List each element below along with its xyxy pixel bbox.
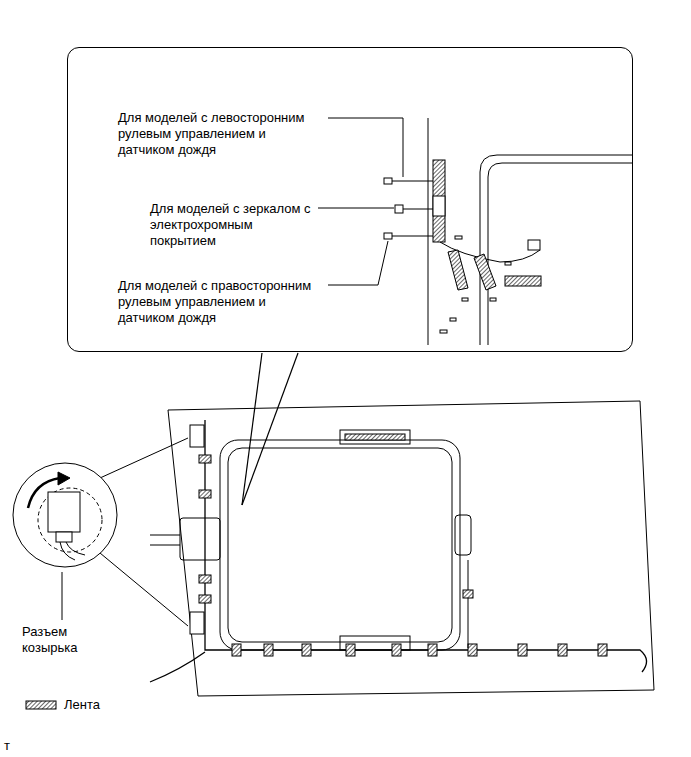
variant-note: Для моделей с зеркалом с электрохромным … (150, 201, 315, 249)
harness-clip (392, 644, 401, 656)
harness-clip (428, 644, 437, 656)
detail-mark (455, 236, 462, 239)
wire (468, 560, 469, 648)
detail-mark (440, 330, 447, 333)
connector (190, 612, 204, 634)
visor-connector (48, 492, 80, 532)
connector-plug (384, 233, 392, 239)
wire (150, 535, 180, 536)
visor-connector (56, 532, 72, 542)
harness-clip (264, 644, 273, 656)
pointer-line (100, 553, 188, 626)
wire-harness (205, 420, 647, 672)
roof-opening (480, 155, 632, 345)
harness-clip (518, 644, 527, 656)
clip-outline (38, 488, 102, 552)
harness-clip (433, 196, 445, 216)
tape (433, 160, 445, 242)
magnifier-circle (13, 463, 117, 567)
wire (392, 181, 433, 182)
harness-clip (302, 644, 311, 656)
harness-clip (468, 644, 477, 656)
tape (505, 276, 541, 286)
dome-light (345, 434, 405, 440)
vanity-lamp (455, 515, 471, 555)
detail-mark (462, 298, 468, 301)
tape-swatch (26, 701, 56, 709)
connector-plug (395, 205, 403, 213)
harness-clip (598, 644, 607, 656)
leader-line (318, 208, 394, 209)
illustration-code: т (4, 738, 24, 754)
magnified-detail (13, 438, 188, 626)
pointer-line (242, 353, 298, 505)
leader-line (62, 572, 63, 620)
legend-entry: Лента (25, 697, 100, 713)
detail-mark (505, 262, 511, 265)
wire (392, 236, 433, 237)
wire-harness (150, 652, 205, 682)
harness-clip (199, 575, 211, 583)
headliner-outline (168, 401, 654, 696)
pointer-line (100, 438, 188, 478)
map-lamp (180, 518, 220, 560)
headliner-view (150, 401, 654, 696)
part-label: Разъем козырька (22, 624, 112, 656)
legend-label: Лента (64, 697, 100, 713)
detail-mark (490, 298, 496, 301)
detail-mark (450, 318, 456, 321)
connector (190, 425, 204, 447)
connector-plug (384, 178, 392, 184)
callout-pointer (242, 353, 298, 505)
variant-note: Для моделей с левосторонним рулевым упра… (118, 110, 323, 158)
arrow-head (58, 472, 70, 485)
tape (474, 254, 496, 290)
tape (448, 250, 468, 290)
harness-clip (199, 455, 211, 463)
leader-line (328, 241, 388, 285)
harness-clip (558, 644, 567, 656)
wire (60, 542, 85, 560)
roof-opening (488, 163, 632, 345)
headliner-edge (428, 118, 429, 345)
leader-line (328, 118, 403, 177)
pointer-line (242, 353, 262, 505)
connector-plug (528, 240, 540, 250)
harness-clip (346, 644, 355, 656)
harness-clip (232, 644, 241, 656)
dome-light (340, 430, 410, 444)
callout-box: Для моделей с левосторонним рулевым упра… (67, 47, 633, 352)
harness-clip (199, 595, 211, 603)
sunroof-opening (220, 440, 460, 650)
wire (403, 209, 433, 210)
sunroof-opening (228, 448, 452, 642)
legend-swatch (25, 700, 57, 710)
harness-clip (463, 590, 473, 598)
detail-view (318, 118, 632, 345)
wire (150, 545, 180, 546)
rotation-arrow (28, 478, 60, 508)
variant-note: Для моделей с правосторонним рулевым упр… (118, 278, 323, 326)
harness-clip (199, 490, 211, 498)
